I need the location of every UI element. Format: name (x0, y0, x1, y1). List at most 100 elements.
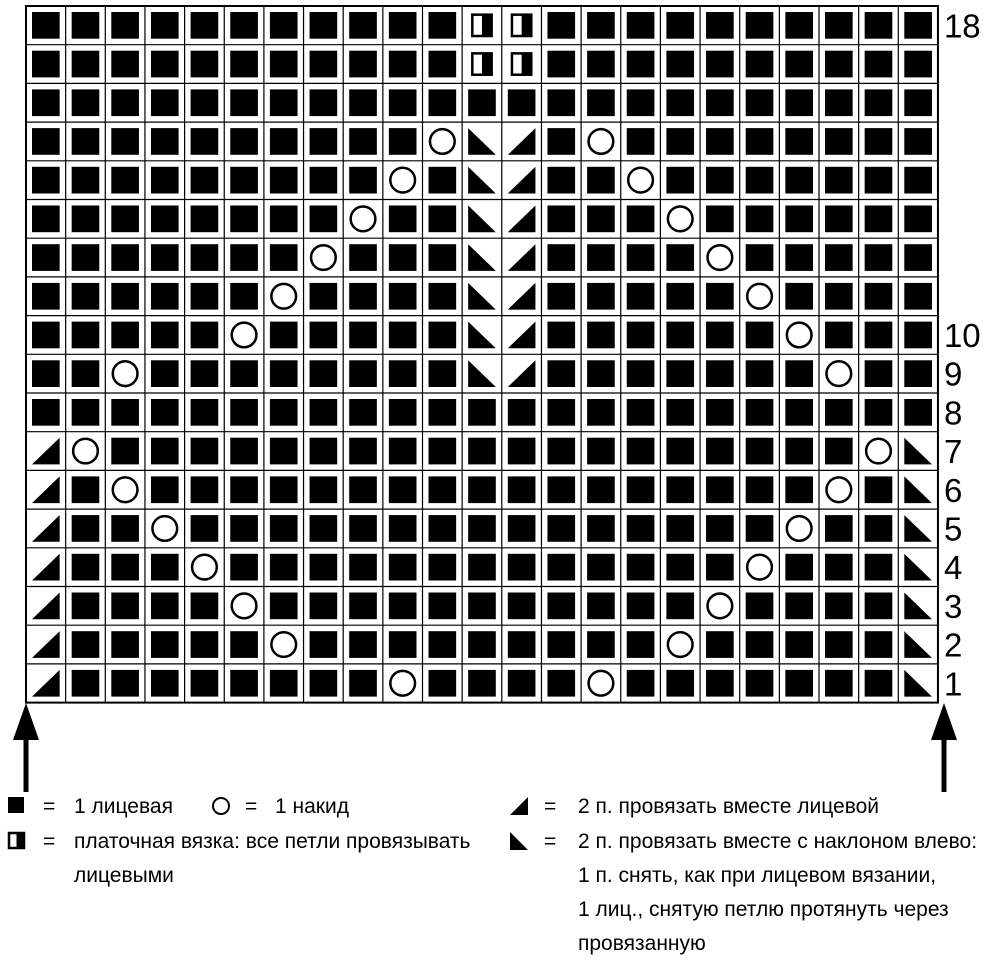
legend-ssk-line-3: 1 лиц., снятую петлю протянуть через (578, 898, 949, 921)
garter-cell (471, 52, 493, 76)
yarn-over-cell (785, 514, 813, 543)
knit-cell (230, 476, 258, 504)
knit-cell (785, 669, 813, 697)
knit-cell (190, 669, 219, 697)
knit-cell (666, 244, 695, 271)
knit-cell (230, 515, 258, 542)
knit-cell (349, 282, 377, 310)
knit-cell (587, 205, 615, 233)
knit-cell (230, 244, 258, 271)
knit-cell (71, 321, 100, 349)
knit-cell (230, 89, 258, 117)
knit-cell (428, 282, 457, 310)
knit-cell (71, 166, 100, 194)
knit-cell (745, 321, 774, 349)
k2tog-cell (32, 515, 60, 542)
knit-cell (309, 321, 338, 349)
knit-cell (150, 476, 179, 504)
knit-cell (825, 166, 853, 194)
knit-cell (547, 360, 576, 387)
knit-cell (428, 244, 457, 271)
row-label: 10 (944, 317, 981, 354)
yarn-over-cell (428, 127, 456, 156)
knit-cell (428, 669, 457, 697)
knit-cell (190, 89, 219, 117)
knit-cell (269, 205, 298, 233)
ssk-cell (468, 282, 496, 310)
knit-cell (626, 50, 655, 78)
knit-cell (547, 166, 576, 194)
knit-cell (190, 592, 219, 620)
k2tog-symbol-icon (510, 797, 528, 815)
row-label: 5 (944, 510, 962, 547)
knit-cell (388, 437, 417, 465)
knit-cell (309, 592, 338, 620)
knit-cell (309, 128, 338, 155)
knit-cell (150, 128, 179, 155)
k2tog-cell (32, 553, 60, 581)
knit-cell (547, 89, 576, 117)
knit-cell (388, 128, 417, 155)
knit-cell (71, 399, 100, 426)
legend-ssk: = 2 п. провязать вместе с наклоном влево… (510, 830, 977, 955)
knit-cell (349, 360, 377, 387)
knit-cell (507, 631, 536, 658)
row-label: 7 (944, 433, 962, 470)
ssk-cell (904, 631, 932, 658)
row-label: 8 (944, 394, 962, 431)
knit-cell (785, 166, 813, 194)
knit-cell (507, 592, 536, 620)
ssk-cell (468, 205, 496, 233)
k2tog-cell (32, 476, 60, 504)
knit-cell (864, 515, 893, 542)
knit-cell (111, 669, 139, 697)
knit-cell (349, 50, 377, 78)
yarn-over-cell (230, 592, 258, 620)
knit-cell (785, 592, 813, 620)
knit-cell (626, 321, 655, 349)
legend-garter-line-2: лицевыми (74, 864, 174, 887)
knit-cell (706, 553, 734, 581)
knit-cell (785, 128, 813, 155)
yarn-over-cell (825, 360, 853, 388)
knit-cell (547, 128, 576, 155)
garter-cell (510, 52, 533, 76)
knit-cell (666, 669, 695, 697)
knit-cell (745, 50, 774, 78)
knit-cell (349, 244, 377, 271)
knit-cell (309, 669, 338, 697)
knit-cell (428, 360, 457, 387)
knit-cell (706, 128, 734, 155)
knit-cell (150, 592, 179, 620)
yarn-over-cell (745, 282, 774, 310)
knit-cell (230, 553, 258, 581)
knit-cell (825, 282, 853, 310)
knit-cell (190, 515, 219, 542)
knit-cell (269, 592, 298, 620)
row-label: 9 (944, 356, 962, 393)
knit-cell (468, 89, 496, 117)
knit-cell (32, 50, 60, 78)
yarn-over-cell (785, 321, 813, 349)
knit-cell (230, 669, 258, 697)
knit-cell (230, 399, 258, 426)
knit-cell (111, 515, 139, 542)
knit-cell (71, 128, 100, 155)
knit-cell (269, 399, 298, 426)
knit-cell (428, 399, 457, 426)
knit-cell (230, 205, 258, 233)
knit-cell (706, 631, 734, 658)
knit-cell (150, 321, 179, 349)
knit-cell (785, 360, 813, 387)
knit-cell (468, 476, 496, 504)
k2tog-cell (32, 669, 60, 697)
ssk-cell (468, 360, 496, 387)
row-label: 4 (944, 549, 962, 586)
knit-cell (32, 166, 60, 194)
knit-cell (111, 321, 139, 349)
knit-cell (587, 244, 615, 271)
legend-garter-equals: = (43, 830, 55, 853)
knit-cell (111, 244, 139, 271)
knit-cell (309, 476, 338, 504)
knit-cell (904, 166, 932, 194)
